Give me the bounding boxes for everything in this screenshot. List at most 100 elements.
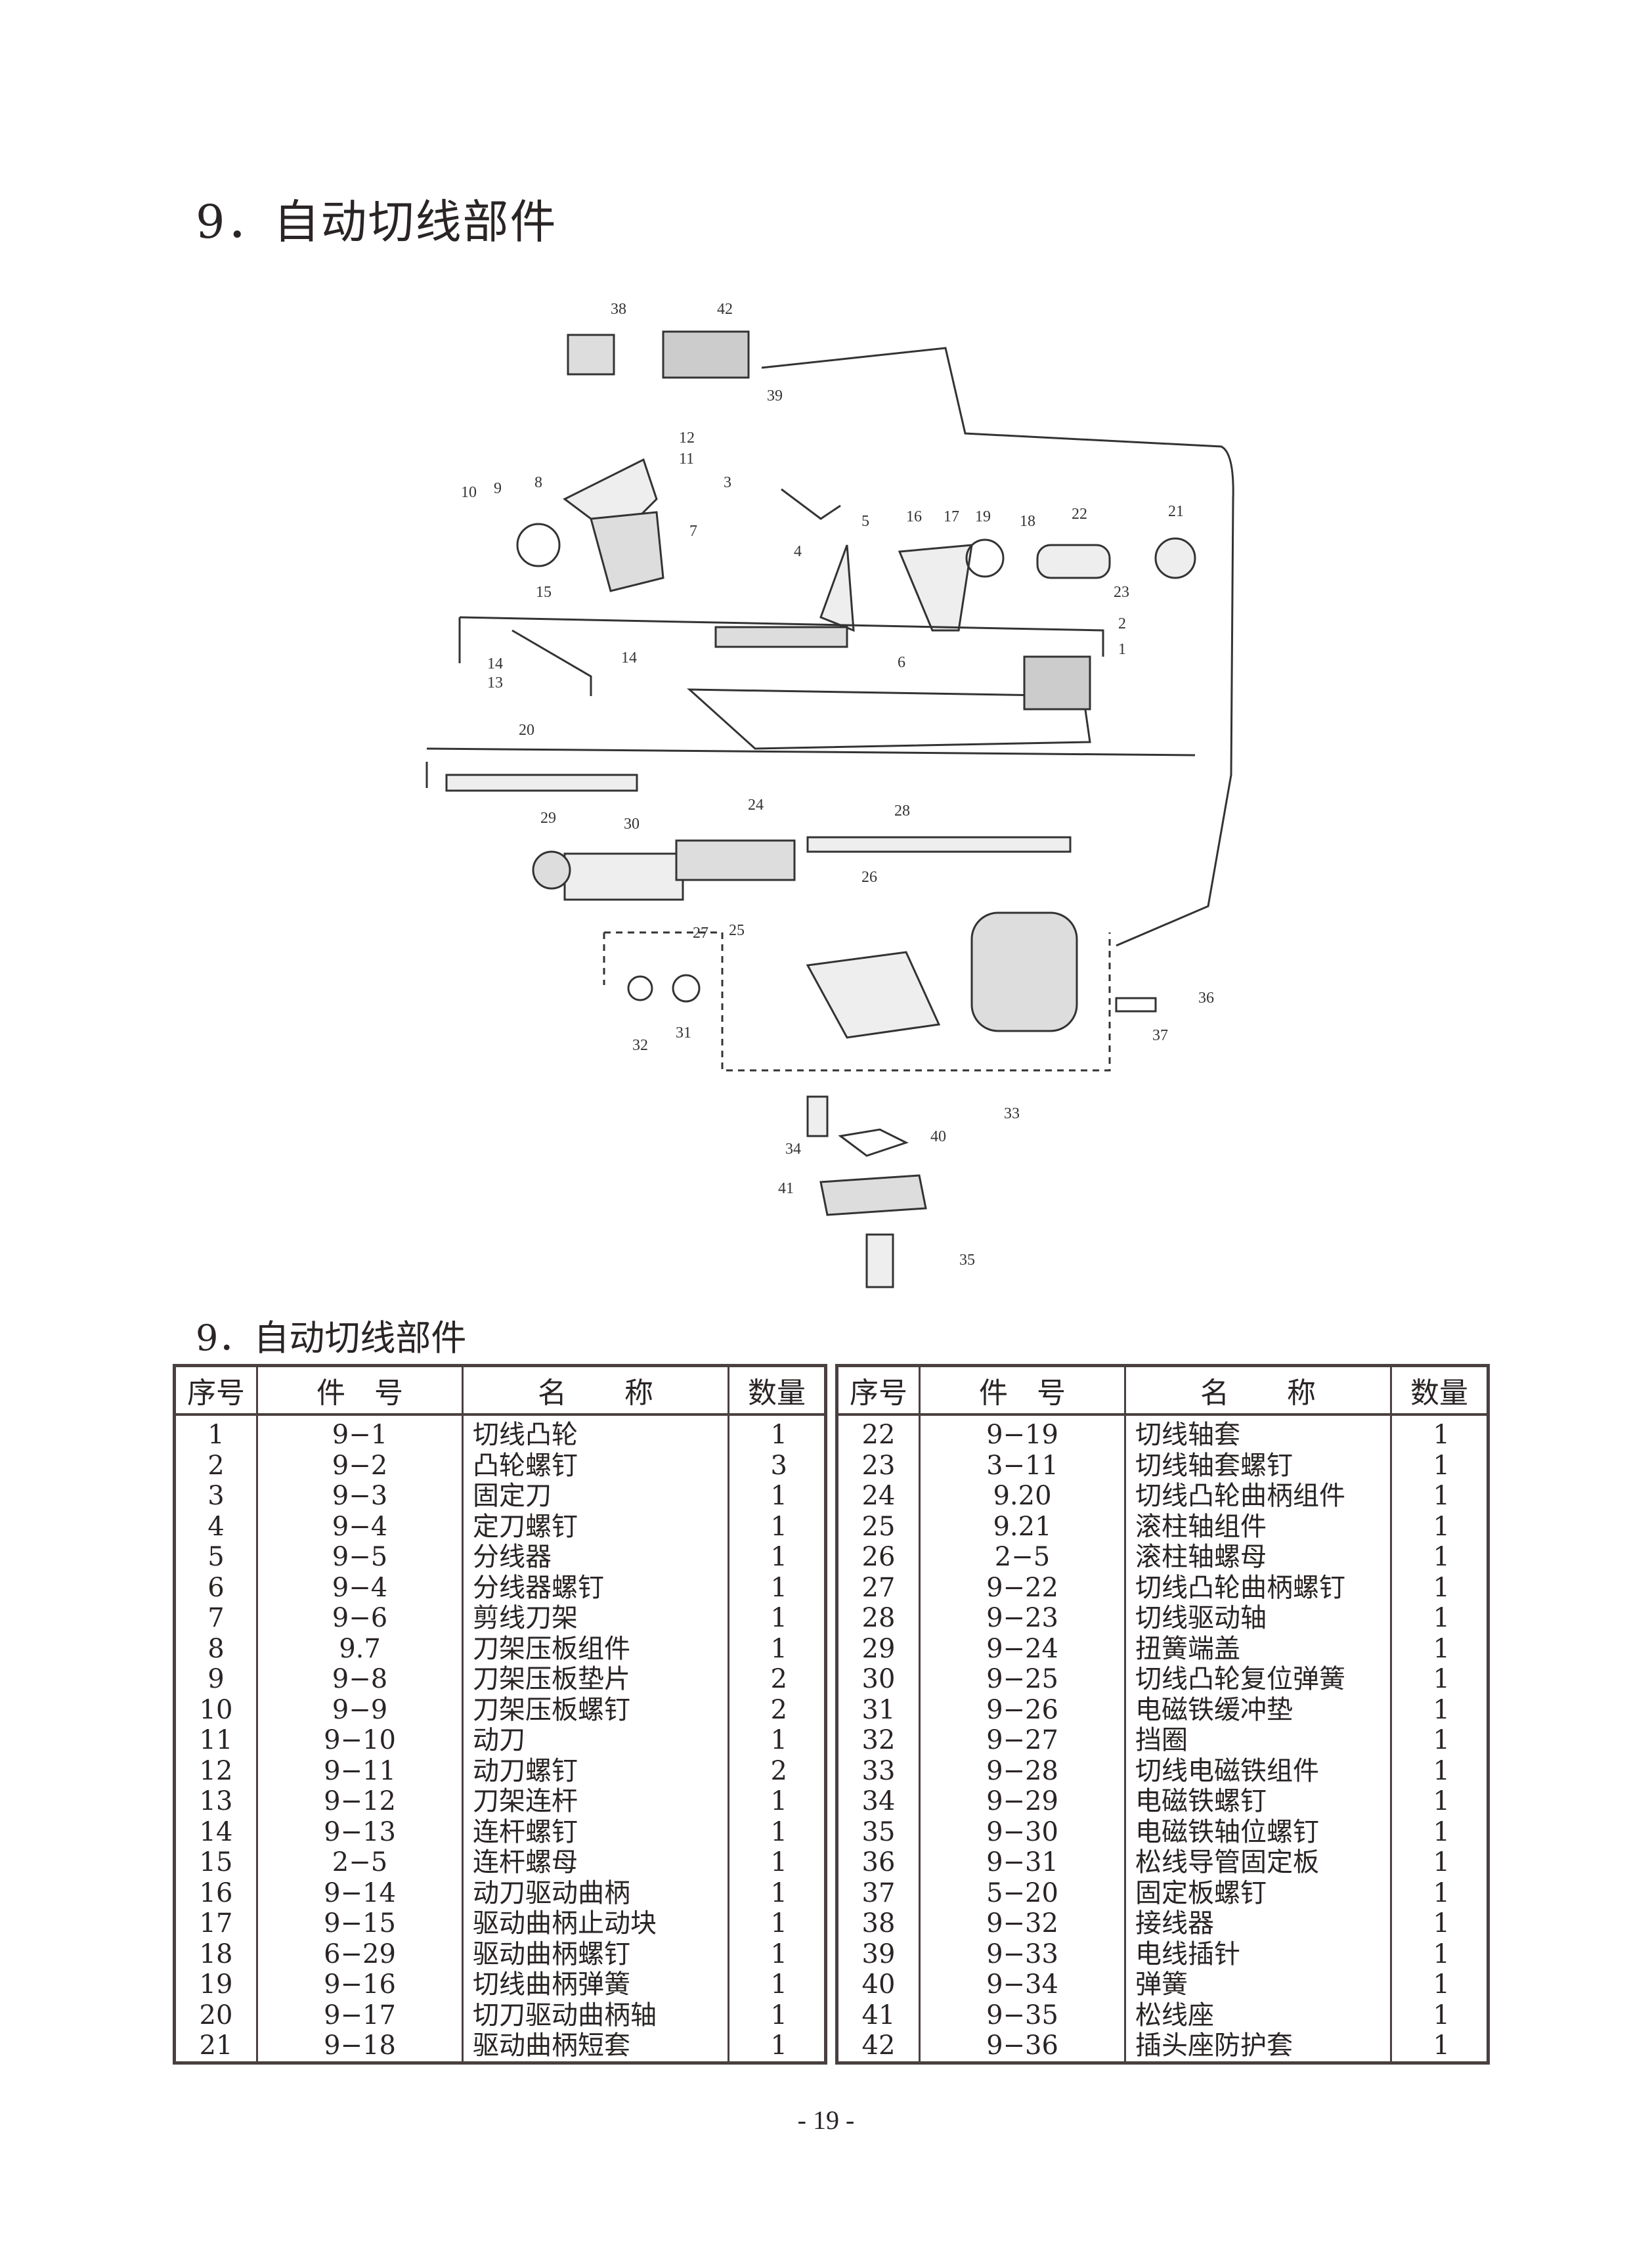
part-drive-shaft (806, 836, 1072, 853)
cell-qty: 1 (728, 1572, 826, 1603)
cell-part-no: 9−31 (919, 1847, 1125, 1878)
cell-qty: 1 (728, 2000, 826, 2030)
cell-name: 切线凸轮曲柄螺钉 (1124, 1572, 1391, 1603)
cell-seq: 10 (173, 1694, 257, 1725)
cell-seq: 13 (173, 1786, 257, 1817)
header-seq: 序号 (836, 1365, 920, 1416)
cell-part-no: 9−28 (919, 1755, 1125, 1786)
cell-seq: 9 (173, 1664, 257, 1695)
cell-part-no: 9−26 (919, 1694, 1125, 1725)
cell-seq: 16 (173, 1877, 257, 1908)
cell-seq: 26 (836, 1542, 920, 1573)
cell-part-no: 9.20 (919, 1481, 1125, 1512)
cell-qty: 3 (728, 1450, 826, 1481)
part-solenoid-plate (806, 951, 941, 1039)
cell-qty: 1 (728, 1511, 826, 1542)
part-end-cap (532, 850, 571, 890)
cell-qty: 1 (1390, 1786, 1489, 1817)
cell-part-no: 9−6 (256, 1603, 463, 1634)
part-connector (567, 334, 615, 376)
cell-seq: 35 (836, 1816, 920, 1847)
cell-seq: 21 (173, 2030, 257, 2063)
cell-seq: 42 (836, 2030, 920, 2063)
part-spring-30 (563, 852, 684, 901)
cell-part-no: 6−29 (256, 1939, 463, 1969)
cell-seq: 25 (836, 1511, 920, 1542)
callout-40: 40 (930, 1128, 946, 1145)
cell-qty: 1 (728, 1603, 826, 1634)
callout-24: 24 (748, 797, 764, 814)
cell-name: 电线插针 (1124, 1939, 1391, 1969)
part-cam (1023, 655, 1091, 711)
cell-name: 弹簧 (1124, 1969, 1391, 2000)
cell-qty: 1 (728, 1786, 826, 1817)
cell-qty: 1 (1390, 1847, 1489, 1878)
callout-10: 10 (461, 484, 477, 501)
callout-21: 21 (1168, 503, 1184, 520)
cell-qty: 1 (1390, 1481, 1489, 1512)
header-qty: 数量 (1390, 1365, 1489, 1416)
part-screw-35 (865, 1233, 894, 1288)
callout-8: 8 (534, 474, 542, 491)
cell-part-no: 9−13 (256, 1816, 463, 1847)
cell-qty: 2 (728, 1755, 826, 1786)
cell-part-no: 9−8 (256, 1664, 463, 1695)
cell-seq: 4 (173, 1511, 257, 1542)
cell-part-no: 9−3 (256, 1481, 463, 1512)
cell-seq: 22 (836, 1414, 920, 1451)
callout-31: 31 (676, 1024, 691, 1041)
part-retainer (627, 975, 653, 1001)
cell-qty: 1 (1390, 1969, 1489, 2000)
cell-name: 剪线刀架 (462, 1603, 729, 1634)
cell-part-no: 9−36 (919, 2030, 1125, 2063)
cell-part-no: 2−5 (919, 1542, 1125, 1573)
header-name: 名 称 (462, 1365, 729, 1416)
cell-part-no: 9−23 (919, 1603, 1125, 1634)
callout-28: 28 (894, 802, 910, 820)
cell-qty: 1 (1390, 2000, 1489, 2030)
cell-name: 切线轴套 (1124, 1414, 1391, 1451)
cell-part-no: 9−29 (919, 1786, 1125, 1817)
callout-16: 16 (906, 508, 922, 525)
cell-qty: 1 (1390, 1450, 1489, 1481)
callout-17: 17 (944, 508, 959, 525)
callout-1: 1 (1118, 641, 1126, 658)
cell-qty: 1 (1390, 1908, 1489, 1939)
cell-seq: 1 (173, 1414, 257, 1451)
part-fixed-knife (781, 488, 841, 520)
cell-qty: 1 (1390, 1542, 1489, 1573)
cell-seq: 31 (836, 1694, 920, 1725)
cell-seq: 36 (836, 1847, 920, 1878)
callout-37: 37 (1152, 1027, 1168, 1044)
cell-part-no: 9−24 (919, 1633, 1125, 1664)
cell-seq: 6 (173, 1572, 257, 1603)
part-connector-cover (662, 330, 750, 379)
part-plate-36 (1115, 997, 1157, 1013)
callout-34: 34 (785, 1141, 801, 1158)
cell-seq: 5 (173, 1542, 257, 1573)
cell-name: 电磁铁缓冲垫 (1124, 1694, 1391, 1725)
cell-name: 切线轴套螺钉 (1124, 1450, 1391, 1481)
cell-part-no: 9−25 (919, 1664, 1125, 1695)
callout-4: 4 (794, 543, 802, 560)
cell-name: 切线凸轮曲柄组件 (1124, 1481, 1391, 1512)
cell-part-no: 9−22 (919, 1572, 1125, 1603)
cell-part-no: 2−5 (256, 1847, 463, 1878)
cell-seq: 37 (836, 1877, 920, 1908)
cell-part-no: 9−33 (919, 1939, 1125, 1969)
cell-part-no: 9−11 (256, 1755, 463, 1786)
